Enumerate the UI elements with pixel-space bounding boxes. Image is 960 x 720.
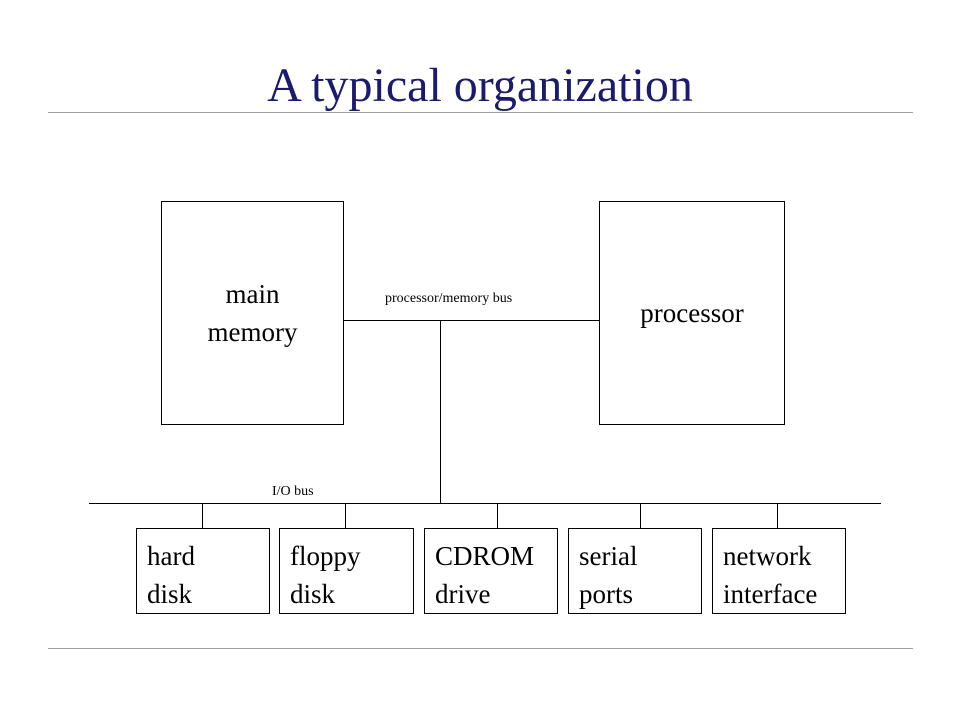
serial-ports-label: serial ports [579,541,638,609]
floppy-disk-connector [345,503,346,528]
main-memory-label: main memory [207,279,298,347]
network-interface-connector [777,503,778,528]
processor-label: processor [640,298,744,328]
bottom-divider [48,648,913,649]
cdrom-drive-connector [497,503,498,528]
processor-memory-bus-label: processor/memory bus [385,291,513,306]
network-interface-label: network interface [723,541,818,609]
serial-ports-connector [640,503,641,528]
hard-disk-connector [202,503,203,528]
slide-title: A typical organization [267,59,693,112]
floppy-disk-label: floppy disk [290,541,361,609]
hard-disk-box: hard disk [136,528,270,614]
serial-ports-box: serial ports [568,528,702,614]
io-bus-line [89,503,881,504]
bus-bridge-line [440,320,441,504]
floppy-disk-box: floppy disk [279,528,414,614]
top-divider [48,112,913,113]
io-bus-label: I/O bus [272,484,314,499]
network-interface-box: network interface [712,528,846,614]
main-memory-box: main memory [161,201,344,425]
processor-memory-bus-line [344,320,599,321]
processor-box: processor [599,201,785,425]
cdrom-drive-label: CDROM drive [435,541,535,609]
hard-disk-label: hard disk [147,541,195,609]
cdrom-drive-box: CDROM drive [424,528,558,614]
